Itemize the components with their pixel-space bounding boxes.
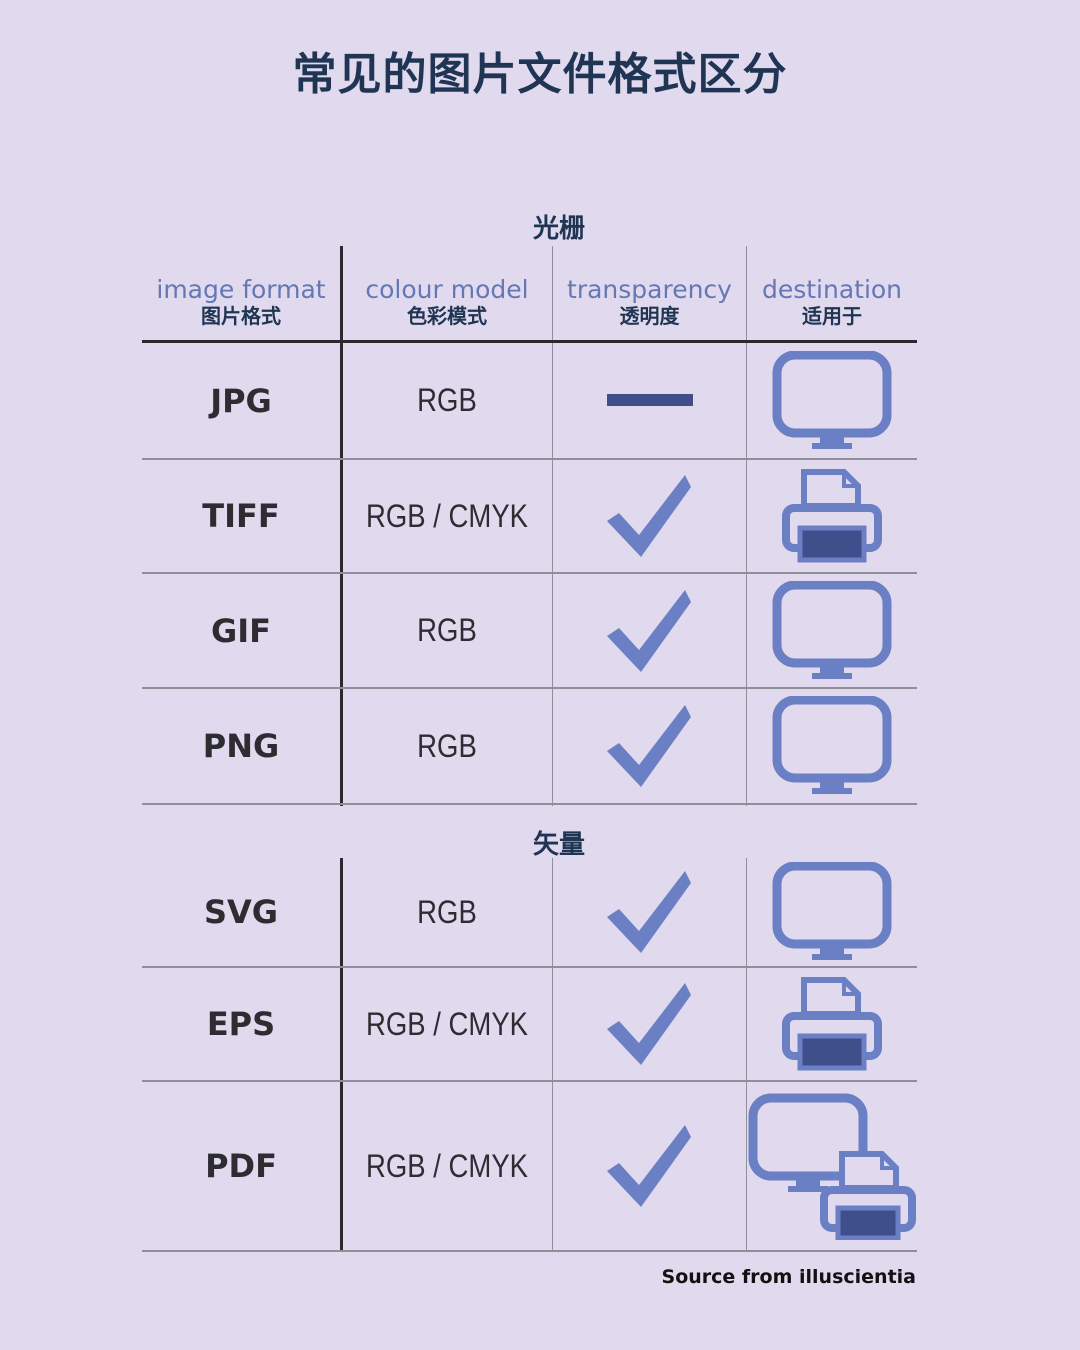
model-gif: RGB <box>417 612 477 648</box>
row-divider <box>142 572 917 574</box>
header-model-en: colour model <box>365 275 529 304</box>
header-format: image format 图片格式 <box>142 275 340 328</box>
model-svg: RGB <box>417 893 477 930</box>
format-pdf: PDF <box>205 1147 277 1185</box>
model-png: RGB <box>417 727 477 764</box>
header-destination: destination 适用于 <box>747 275 917 328</box>
model-jpg: RGB <box>417 382 477 418</box>
check-icon <box>553 1082 746 1250</box>
section-label-raster: 光栅 <box>532 214 585 244</box>
monitor-icon <box>747 858 917 966</box>
model-tiff: RGB / CMYK <box>365 497 529 534</box>
format-png: PNG <box>202 727 280 765</box>
row-divider <box>142 458 917 460</box>
header-model-zh: 色彩模式 <box>407 303 487 328</box>
column-divider <box>552 858 553 1252</box>
header-model: colour model 色彩模式 <box>342 275 552 328</box>
check-icon <box>553 689 746 803</box>
format-jpg: JPG <box>210 381 272 420</box>
check-icon <box>553 858 746 966</box>
column-divider <box>746 246 747 806</box>
column-divider <box>552 246 553 806</box>
source-credit: Source from illuscientia <box>661 1266 916 1288</box>
row-divider <box>142 687 917 689</box>
header-transparency-en: transparency <box>567 275 732 304</box>
header-divider <box>142 340 917 343</box>
check-icon <box>553 574 746 687</box>
printer-icon <box>747 968 917 1080</box>
format-svg: SVG <box>203 893 279 931</box>
monitor-printer-icon <box>747 1082 917 1250</box>
row-divider <box>142 803 917 805</box>
header-transparency-zh: 透明度 <box>619 303 680 328</box>
column-divider <box>746 858 747 1252</box>
format-eps: EPS <box>206 1005 276 1043</box>
column-divider <box>340 246 343 806</box>
header-format-en: image format <box>156 275 326 304</box>
monitor-icon <box>747 343 917 458</box>
column-divider <box>340 858 343 1252</box>
check-icon <box>553 968 746 1080</box>
model-eps: RGB / CMYK <box>365 1005 529 1042</box>
dash-icon <box>553 343 746 458</box>
monitor-icon <box>747 689 917 803</box>
header-destination-zh: 适用于 <box>802 303 862 328</box>
page-title: 常见的图片文件格式区分 <box>292 49 788 100</box>
format-gif: GIF <box>210 611 272 650</box>
header-format-zh: 图片格式 <box>201 303 281 328</box>
model-pdf: RGB / CMYK <box>365 1147 529 1184</box>
check-icon <box>553 460 746 572</box>
printer-icon <box>747 460 917 572</box>
monitor-icon <box>747 574 917 687</box>
section-label-vector: 矢量 <box>532 830 585 860</box>
header-destination-en: destination <box>761 275 903 304</box>
header-transparency: transparency 透明度 <box>553 275 746 328</box>
row-divider <box>142 1250 917 1252</box>
row-divider <box>142 966 917 968</box>
row-divider <box>142 1080 917 1082</box>
format-tiff: TIFF <box>202 497 280 535</box>
